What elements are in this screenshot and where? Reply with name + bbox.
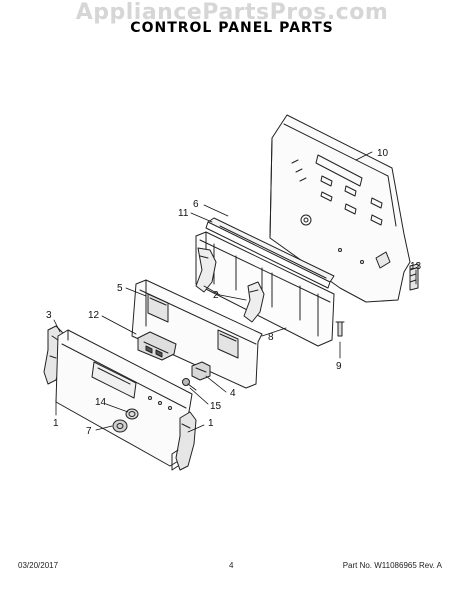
part-2-brackets — [195, 247, 265, 323]
part-7-knob — [112, 419, 128, 433]
callout-4: 4 — [230, 388, 236, 399]
callout-8: 8 — [268, 332, 274, 343]
part-15-screw — [182, 378, 197, 391]
footer-page-number: 4 — [229, 561, 234, 570]
callout-6: 6 — [193, 199, 199, 210]
part-11-top-rail — [205, 217, 335, 289]
footer-part-number: Part No. W11086965 Rev. A — [342, 561, 442, 570]
callout-7: 7 — [86, 426, 92, 437]
callout-2: 2 — [213, 290, 219, 301]
callout-labels: 10 6 11 13 2 5 8 9 3 12 4 15 14 7 1 1 — [46, 148, 422, 437]
callout-15: 15 — [210, 401, 222, 412]
callout-1-right: 1 — [208, 418, 214, 429]
part-12-control-board — [137, 331, 177, 361]
part-10-rear-panel — [269, 114, 411, 303]
leader-lines — [53, 151, 417, 433]
callout-5: 5 — [117, 283, 123, 294]
callout-1-left: 1 — [53, 418, 59, 429]
footer-date: 03/20/2017 — [18, 561, 59, 570]
callout-11: 11 — [178, 208, 189, 219]
callout-14: 14 — [95, 397, 107, 408]
callout-9: 9 — [336, 361, 342, 372]
callout-10: 10 — [377, 148, 389, 159]
watermark: AppliancePartsPros.com — [75, 0, 389, 25]
part-4-switch — [191, 361, 211, 381]
part-14-knob-ring — [125, 408, 139, 420]
part-1-right-endcap — [171, 411, 197, 471]
part-9-screw — [335, 321, 345, 337]
callout-12: 12 — [88, 310, 100, 321]
page-title: CONTROL PANEL PARTS — [130, 20, 334, 36]
callout-13: 13 — [410, 261, 422, 272]
callout-3: 3 — [46, 310, 52, 321]
